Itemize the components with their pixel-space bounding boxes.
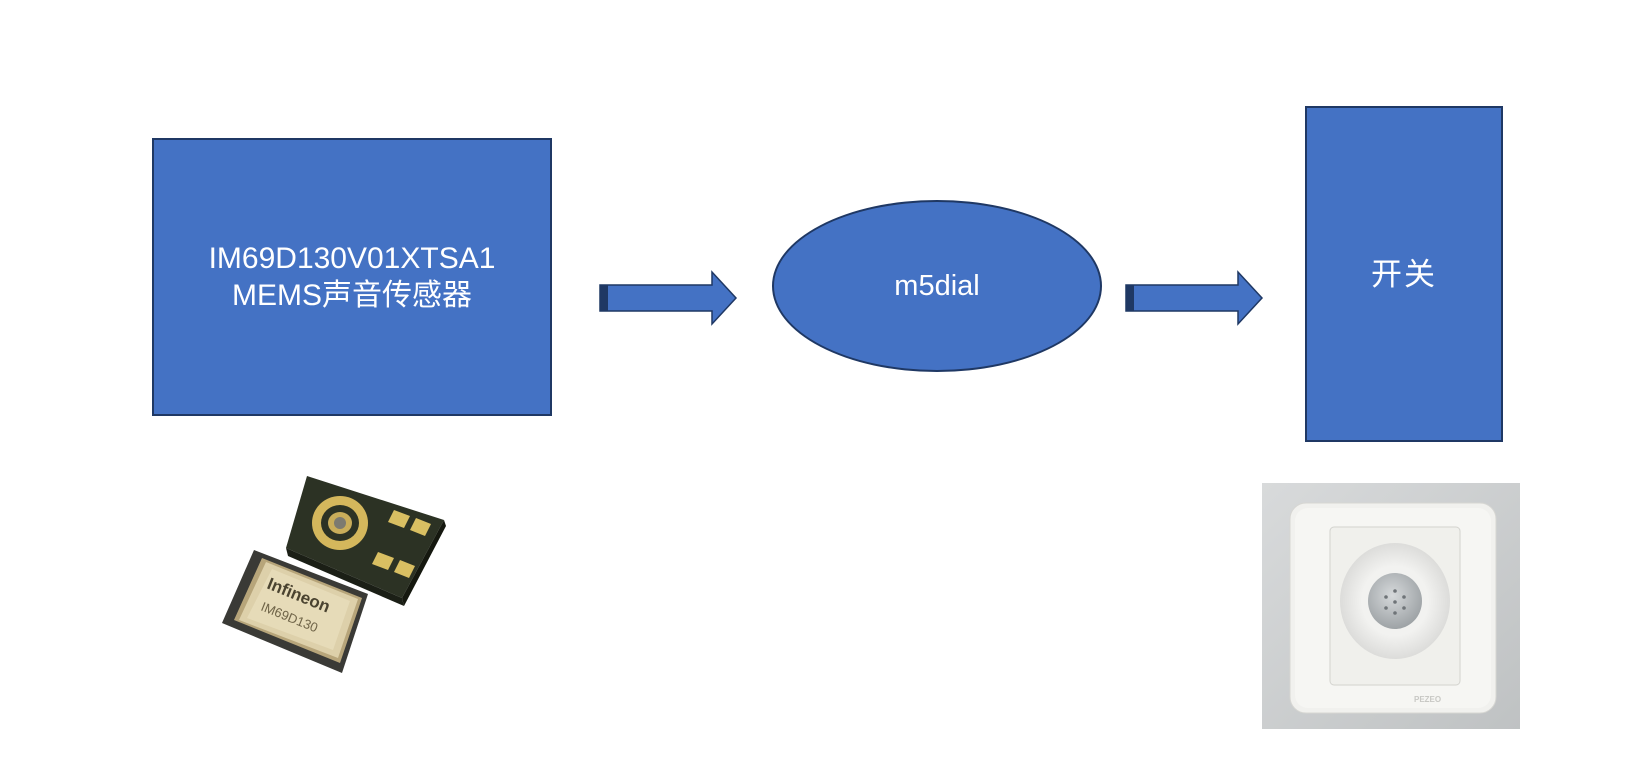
- switch-brand-text: PEZEO: [1414, 695, 1441, 704]
- controller-label: m5dial: [894, 269, 980, 302]
- chip-lid-side: Infineon IM69D130: [222, 550, 368, 673]
- chip-pad-side: [286, 476, 446, 606]
- right-arrow-icon: [599, 270, 738, 326]
- sensor-part-number: IM69D130V01XTSA1: [208, 242, 496, 275]
- switch-label: 开关: [1371, 256, 1437, 292]
- sound-switch-photo: PEZEO: [1262, 483, 1520, 729]
- right-arrow-icon: [1125, 270, 1264, 326]
- switch-node: 开关: [1305, 106, 1503, 442]
- sensor-description: MEMS声音传感器: [232, 279, 472, 312]
- controller-node: m5dial: [772, 200, 1102, 372]
- mems-microphone-photo: Infineon IM69D130: [222, 476, 446, 673]
- sensor-node: IM69D130V01XTSA1 MEMS声音传感器: [152, 138, 552, 416]
